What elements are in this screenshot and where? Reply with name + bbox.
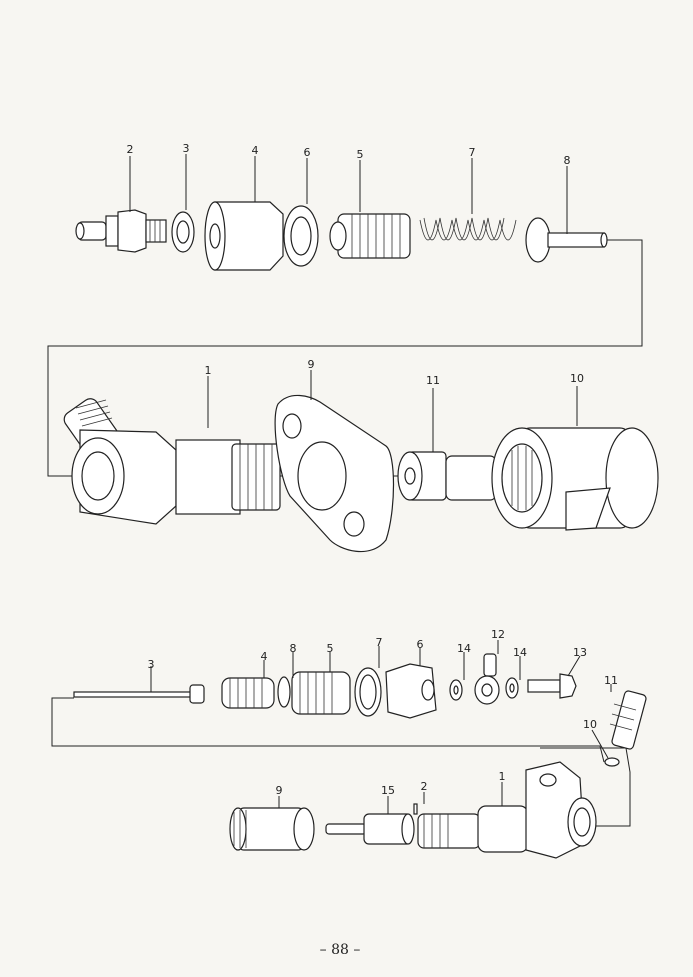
bottom-label-9: 9 (276, 784, 283, 797)
bottom-label-8: 8 (290, 642, 297, 655)
bottom-part-6-nut (385, 663, 437, 719)
bottom-label-7: 7 (376, 636, 383, 649)
bottom-part-8-washer (277, 676, 291, 708)
top-part-3-washer (171, 211, 195, 253)
bottom-label-15: 15 (381, 784, 395, 797)
bottom-label-5: 5 (327, 642, 334, 655)
top-part-6-washer (283, 205, 319, 267)
bottom-connector-line-2 (540, 747, 631, 827)
top-label-11: 11 (426, 374, 440, 387)
part-labels: 2 3 4 6 5 7 8 1 9 11 10 3 4 8 5 7 6 14 1… (127, 142, 619, 958)
bottom-assembly (51, 640, 647, 859)
bottom-part-14-washer-a (449, 679, 463, 701)
bottom-label-3: 3 (148, 658, 155, 671)
top-label-4: 4 (252, 144, 259, 157)
top-label-9: 9 (308, 358, 315, 371)
bottom-part-7-washer (354, 667, 382, 717)
bottom-label-10: 10 (583, 718, 597, 731)
bottom-part-12-banjo (474, 653, 500, 705)
bottom-label-2: 2 (421, 780, 428, 793)
top-label-6: 6 (304, 146, 311, 159)
bottom-label-6: 6 (417, 638, 424, 651)
top-label-3: 3 (183, 142, 190, 155)
top-part-9-flange (274, 394, 395, 553)
bottom-label-11: 11 (604, 674, 618, 687)
bottom-label-14b: 14 (513, 646, 527, 659)
top-part-10-cap-nut (491, 427, 659, 531)
top-label-10: 10 (570, 372, 584, 385)
bottom-part-3-rod (73, 684, 205, 704)
top-part-5-threaded-piece (329, 213, 411, 259)
top-label-8: 8 (564, 154, 571, 167)
bottom-label-12: 12 (491, 628, 505, 641)
bottom-part-2-pin (413, 803, 418, 815)
top-label-5: 5 (357, 148, 364, 161)
bottom-part-1-body (417, 761, 597, 859)
bottom-label-13: 13 (573, 646, 587, 659)
bottom-label-14a: 14 (457, 642, 471, 655)
top-label-7: 7 (469, 146, 476, 159)
bottom-part-11-fitting (609, 690, 647, 750)
top-part-1-injector-body (63, 398, 281, 525)
bottom-part-10-washer (604, 757, 620, 767)
bottom-part-9-cap (229, 807, 315, 851)
top-part-4-nut (204, 201, 284, 271)
bottom-label-1: 1 (499, 770, 506, 783)
bottom-part-13-bolt (527, 673, 577, 699)
top-part-8-spindle (525, 217, 608, 263)
top-label-1: 1 (205, 364, 212, 377)
top-part-2-fitting (75, 209, 167, 253)
bottom-part-5-threaded (291, 671, 351, 715)
bottom-part-4-spring (221, 677, 275, 709)
bottom-connector-line-1 (51, 697, 605, 763)
top-label-2: 2 (127, 143, 134, 156)
bottom-part-15-nozzle (325, 813, 415, 845)
page-number: – 88 – (320, 942, 361, 958)
top-assembly (47, 154, 659, 553)
top-part-11-nozzle (397, 451, 497, 501)
bottom-label-4: 4 (261, 650, 268, 663)
bottom-part-14-washer-b (505, 677, 519, 699)
top-part-7-spring (419, 217, 517, 241)
